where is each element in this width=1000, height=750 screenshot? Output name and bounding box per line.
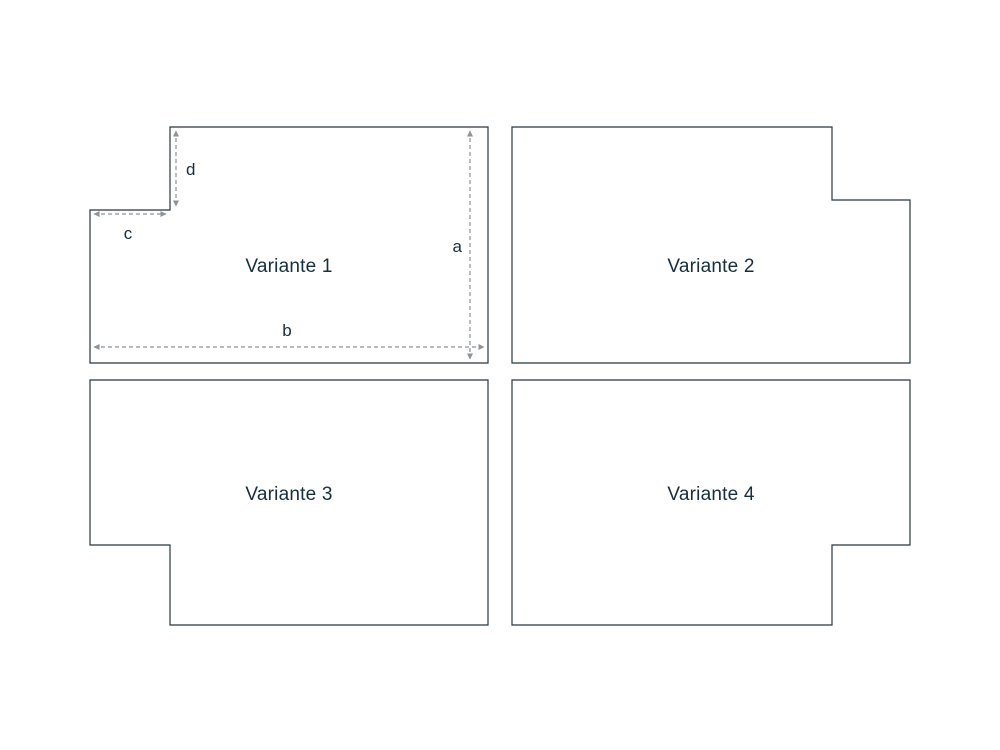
variant-4-label: Variante 4 — [667, 484, 754, 505]
variant-2[interactable]: Variante 2 — [511, 126, 911, 364]
dimension-label-a: a — [453, 237, 463, 256]
dimension-label-b: b — [282, 321, 291, 340]
variant-4[interactable]: Variante 4 — [511, 379, 911, 626]
dimension-label-c: c — [124, 224, 133, 243]
dimension-label-d: d — [186, 160, 195, 179]
variant-4-shape[interactable] — [511, 379, 911, 626]
variant-3[interactable]: Variante 3 — [89, 379, 489, 626]
variant-1[interactable]: Variante 1 — [89, 126, 489, 364]
variant-1-shape[interactable] — [89, 126, 489, 364]
variant-1-label: Variante 1 — [245, 256, 332, 277]
variant-2-label: Variante 2 — [667, 256, 754, 277]
variant-3-shape[interactable] — [89, 379, 489, 626]
dimension-annotations: d c a b — [93, 130, 485, 360]
variant-3-label: Variante 3 — [245, 484, 332, 505]
variant-2-shape[interactable] — [511, 126, 911, 364]
